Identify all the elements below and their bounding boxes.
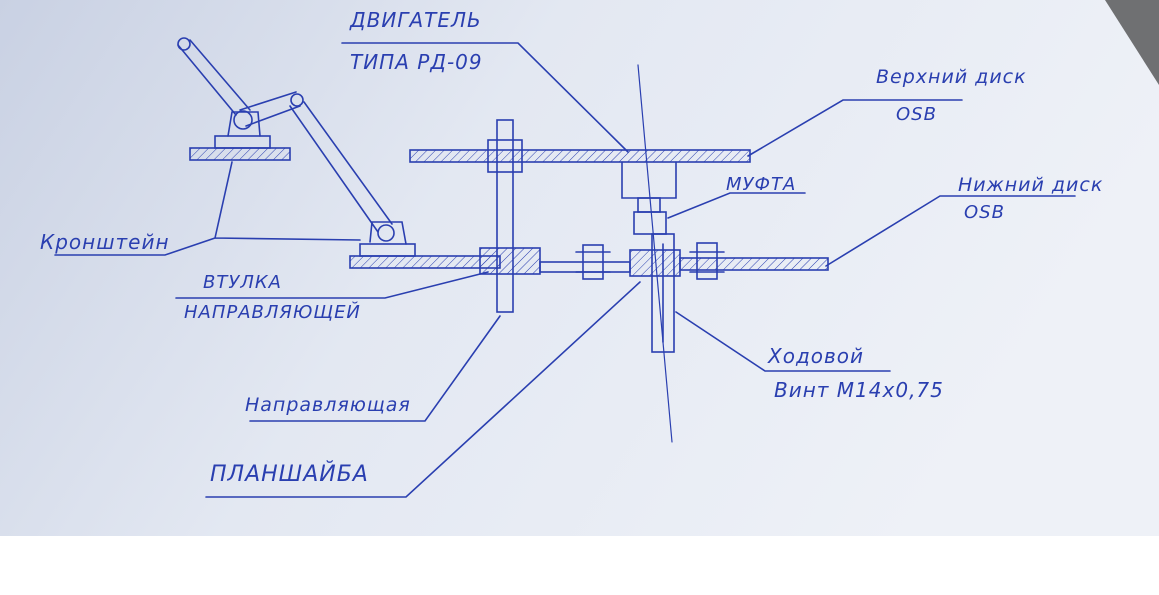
lower-bracket: [369, 221, 407, 245]
top-disk-material-label: OSB: [896, 104, 937, 125]
guide-rod: [496, 119, 514, 313]
motor-label: ДВИГАТЕЛЬ: [350, 8, 482, 32]
bracket-label: Кронштейн: [40, 230, 170, 254]
upper-bracket-base: [189, 147, 291, 161]
lower-pivot: [377, 224, 395, 242]
faceplate-left: [349, 255, 501, 269]
bushing-leader: [175, 271, 489, 299]
motor-leader: [341, 42, 629, 153]
guide-label: Направляющая: [245, 394, 411, 416]
bushing-guide-label: НАПРАВЛЯЮЩЕЙ: [184, 302, 361, 323]
guide-leader: [249, 315, 501, 422]
bracket-leader: [54, 161, 361, 256]
sketch-lines: [54, 37, 1076, 498]
guide-rod-nut: [487, 139, 523, 173]
coupling-body: [633, 211, 667, 235]
bottom-disk-label: Нижний диск: [958, 174, 1104, 196]
faceplate-label: ПЛАНШАЙБА: [210, 462, 369, 487]
coupling-leader: [667, 192, 806, 219]
lever-arm-lower: [289, 101, 393, 233]
lead-screw: [651, 233, 675, 353]
bushing-label: ВТУЛКА: [203, 272, 282, 293]
bottom-disk-material-label: OSB: [964, 202, 1005, 223]
top-disk: [409, 149, 751, 163]
faceplate-leader: [205, 281, 641, 498]
paper: [0, 0, 1159, 536]
guide-bushing: [479, 247, 541, 275]
bottom-disk: [679, 257, 829, 271]
lead-screw-leader: [675, 311, 891, 372]
upper-bracket-block: [214, 135, 271, 149]
coupling-label: МУФТА: [726, 174, 797, 195]
bolt-left: [582, 244, 604, 280]
drawing-sheet: ДВИГАТЕЛЬ ТИПА РД-09 Верхний диск OSB МУ…: [0, 0, 1159, 536]
upper-pivot: [233, 110, 253, 130]
center-axis: [637, 64, 673, 443]
lead-screw-spec-label: Винт М14х0,75: [774, 378, 944, 402]
top-disk-leader: [747, 99, 963, 157]
table-shadow: [1105, 0, 1159, 85]
lead-screw-label: Ходовой: [768, 344, 865, 368]
mechanism-drawing: [0, 0, 1159, 536]
bolt-right: [696, 242, 718, 280]
lever-end-pin: [177, 37, 191, 51]
top-disk-label: Верхний диск: [876, 66, 1027, 88]
link-short: [239, 91, 301, 127]
link-pin: [290, 93, 304, 107]
lever-arm-upper: [177, 39, 251, 116]
motor-type-label: ТИПА РД-09: [350, 50, 483, 74]
bottom-disk-leader: [825, 195, 1076, 267]
